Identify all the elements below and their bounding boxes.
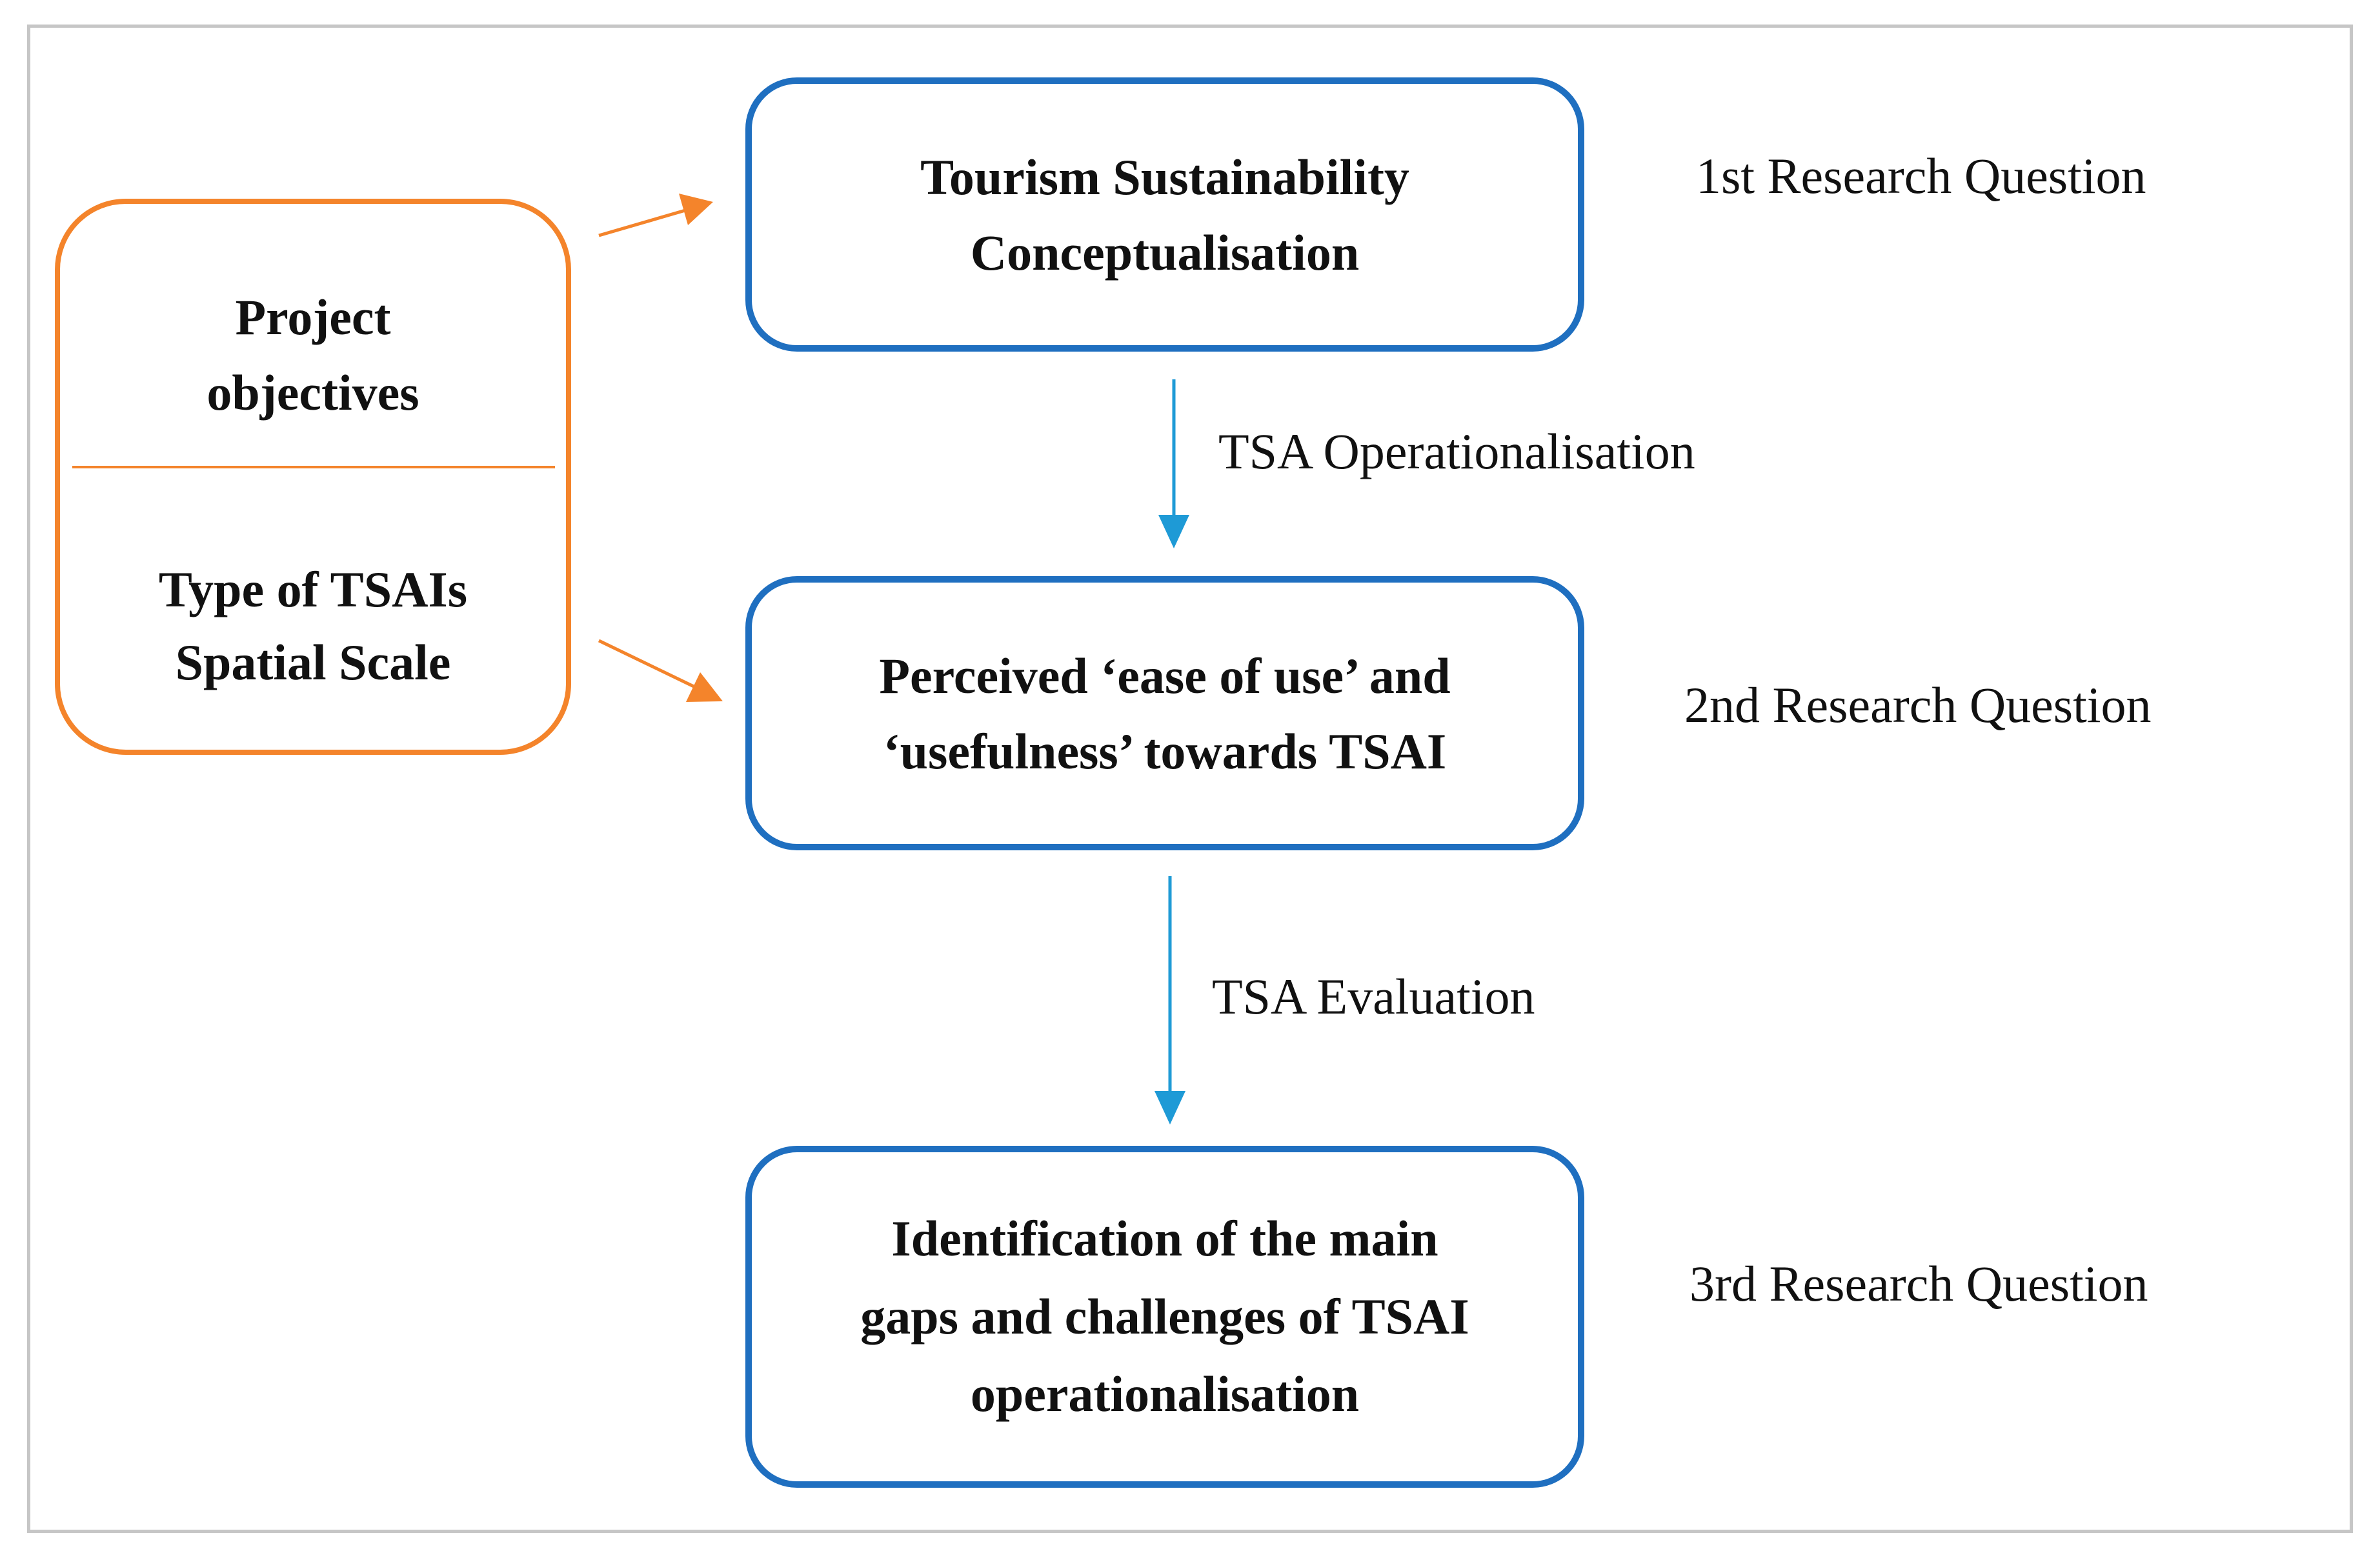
evaluation-arrow-label: TSA Evaluation [1212, 968, 1535, 1025]
box3-line-3: operationalisation [970, 1366, 1360, 1423]
operationalisation-arrow-label: TSA Operationalisation [1218, 423, 1695, 479]
arrow-scale-to-perceived [598, 639, 723, 702]
spatial-scale-line: Spatial Scale [175, 634, 451, 690]
arrow-objectives-to-conceptualisation [598, 194, 713, 237]
box1-line-1: Tourism Sustainability [920, 148, 1409, 205]
arrow-operationalisation [1158, 379, 1189, 548]
research-question-1: 1st Research Question [1696, 148, 2146, 204]
box2-line-2: ‘usefulness’ towards TSAI [883, 723, 1447, 779]
box1-line-2: Conceptualisation [970, 224, 1360, 281]
gaps-challenges-box: Identification of the main gaps and chal… [745, 1146, 1584, 1488]
project-objectives-line-1: Project [235, 289, 391, 345]
figure-frame [27, 25, 2353, 1533]
perceived-usefulness-box: Perceived ‘ease of use’ and ‘usefulness’… [745, 576, 1584, 850]
arrow-evaluation [1155, 876, 1185, 1125]
research-question-2: 2nd Research Question [1684, 677, 2152, 733]
tsai-type-line: Type of TSAIs [158, 561, 468, 617]
project-objectives-label: Project objectives [55, 245, 571, 465]
box3-line-1: Identification of the main [891, 1210, 1438, 1266]
context-divider [72, 466, 555, 468]
box2-line-1: Perceived ‘ease of use’ and [879, 647, 1451, 704]
tsai-type-scale-label: Type of TSAIs Spatial Scale [55, 523, 571, 729]
context-box [55, 199, 571, 755]
project-objectives-line-2: objectives [207, 365, 419, 421]
research-question-3: 3rd Research Question [1689, 1255, 2148, 1312]
box3-line-2: gaps and challenges of TSAI [860, 1288, 1469, 1345]
conceptualisation-box: Tourism Sustainability Conceptualisation [745, 77, 1584, 352]
